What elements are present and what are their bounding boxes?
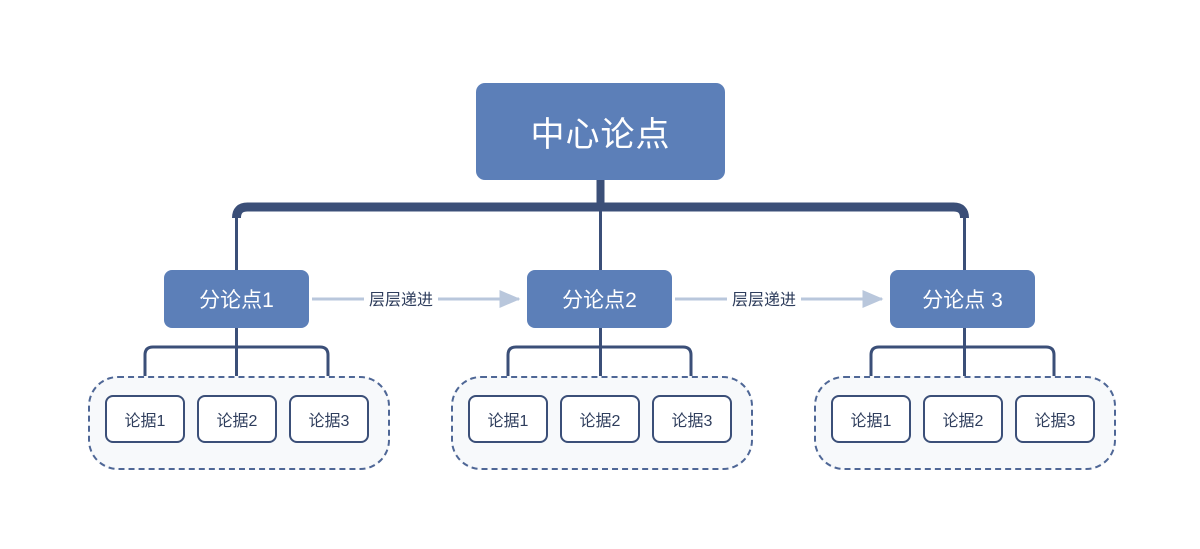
evidence-node-3-1[interactable]: 论据1 bbox=[831, 395, 911, 443]
branch-node-2[interactable]: 分论点2 bbox=[527, 270, 672, 328]
evidence-node-1-3[interactable]: 论据3 bbox=[289, 395, 369, 443]
evidence-node-1-2[interactable]: 论据2 bbox=[197, 395, 277, 443]
branch-node-1[interactable]: 分论点1 bbox=[164, 270, 309, 328]
trunk-bar bbox=[232, 202, 969, 219]
evidence-node-2-1[interactable]: 论据1 bbox=[468, 395, 548, 443]
branch-node-3[interactable]: 分论点 3 bbox=[890, 270, 1035, 328]
central-thesis-node[interactable]: 中心论点 bbox=[476, 83, 725, 180]
evidence-node-2-3[interactable]: 论据3 bbox=[652, 395, 732, 443]
evidence-node-3-3[interactable]: 论据3 bbox=[1015, 395, 1095, 443]
progression-label-1: 层层递进 bbox=[364, 286, 439, 310]
evidence-node-1-1[interactable]: 论据1 bbox=[105, 395, 185, 443]
evidence-node-3-2[interactable]: 论据2 bbox=[923, 395, 1003, 443]
progression-label-2: 层层递进 bbox=[727, 286, 802, 310]
evidence-node-2-2[interactable]: 论据2 bbox=[560, 395, 640, 443]
